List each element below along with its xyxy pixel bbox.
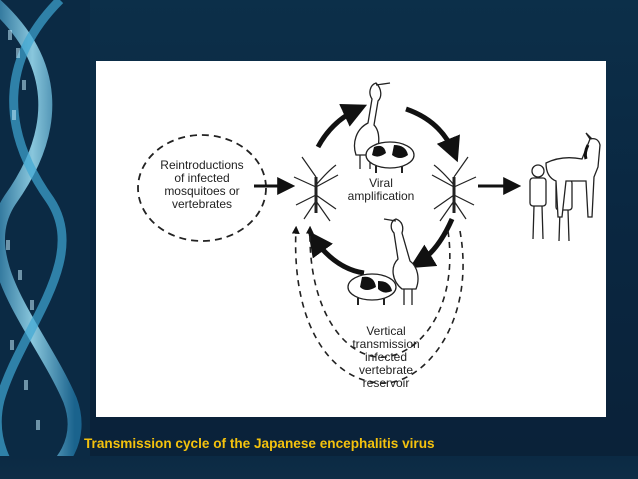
cycle-arrow-top-left bbox=[315, 103, 368, 149]
reintroductions-line: vertebrates bbox=[171, 197, 233, 211]
vertical-loop-outer bbox=[291, 225, 464, 384]
slide-caption: Transmission cycle of the Japanese encep… bbox=[84, 436, 435, 451]
cycle-arrow-bottom-right bbox=[409, 217, 455, 269]
pig-icon bbox=[365, 141, 415, 173]
vertical-transmission-line: reservoir bbox=[362, 376, 410, 390]
human-icon bbox=[529, 164, 547, 240]
viral-amplification-label: Viral amplification bbox=[336, 177, 426, 203]
viral-amplification-line: amplification bbox=[347, 189, 415, 203]
horse-icon bbox=[545, 132, 601, 218]
bottom-strip bbox=[0, 456, 638, 479]
vertical-transmission-line: Vertical bbox=[366, 324, 406, 338]
mosquito-icon bbox=[293, 156, 339, 222]
pig-icon bbox=[347, 273, 397, 305]
viral-amplification-line: Viral bbox=[369, 176, 393, 190]
mosquito-icon bbox=[431, 156, 477, 222]
vertical-transmission-label: Vertical transmission infected vertebrat… bbox=[336, 325, 436, 390]
cycle-arrow-bottom-left bbox=[308, 230, 365, 276]
dna-helix-decoration bbox=[0, 0, 90, 479]
reintroductions-line: mosquitoes or bbox=[164, 184, 240, 198]
vertical-transmission-line: infected bbox=[364, 350, 408, 364]
vertical-transmission-line: transmission bbox=[352, 337, 420, 351]
diagram-panel: Reintroductions of infected mosquitoes o… bbox=[96, 61, 606, 417]
vertical-loop-inner bbox=[305, 225, 451, 358]
heron-icon bbox=[383, 218, 419, 305]
cycle-arrow-top-right bbox=[405, 106, 460, 163]
reintroductions-label: Reintroductions of infected mosquitoes o… bbox=[143, 159, 261, 211]
transmission-diagram bbox=[137, 82, 601, 384]
reintroductions-line: of infected bbox=[174, 171, 230, 185]
reintroductions-line: Reintroductions bbox=[160, 158, 244, 172]
vertical-transmission-line: vertebrate bbox=[358, 363, 414, 377]
reintroductions-ellipse bbox=[137, 134, 267, 242]
